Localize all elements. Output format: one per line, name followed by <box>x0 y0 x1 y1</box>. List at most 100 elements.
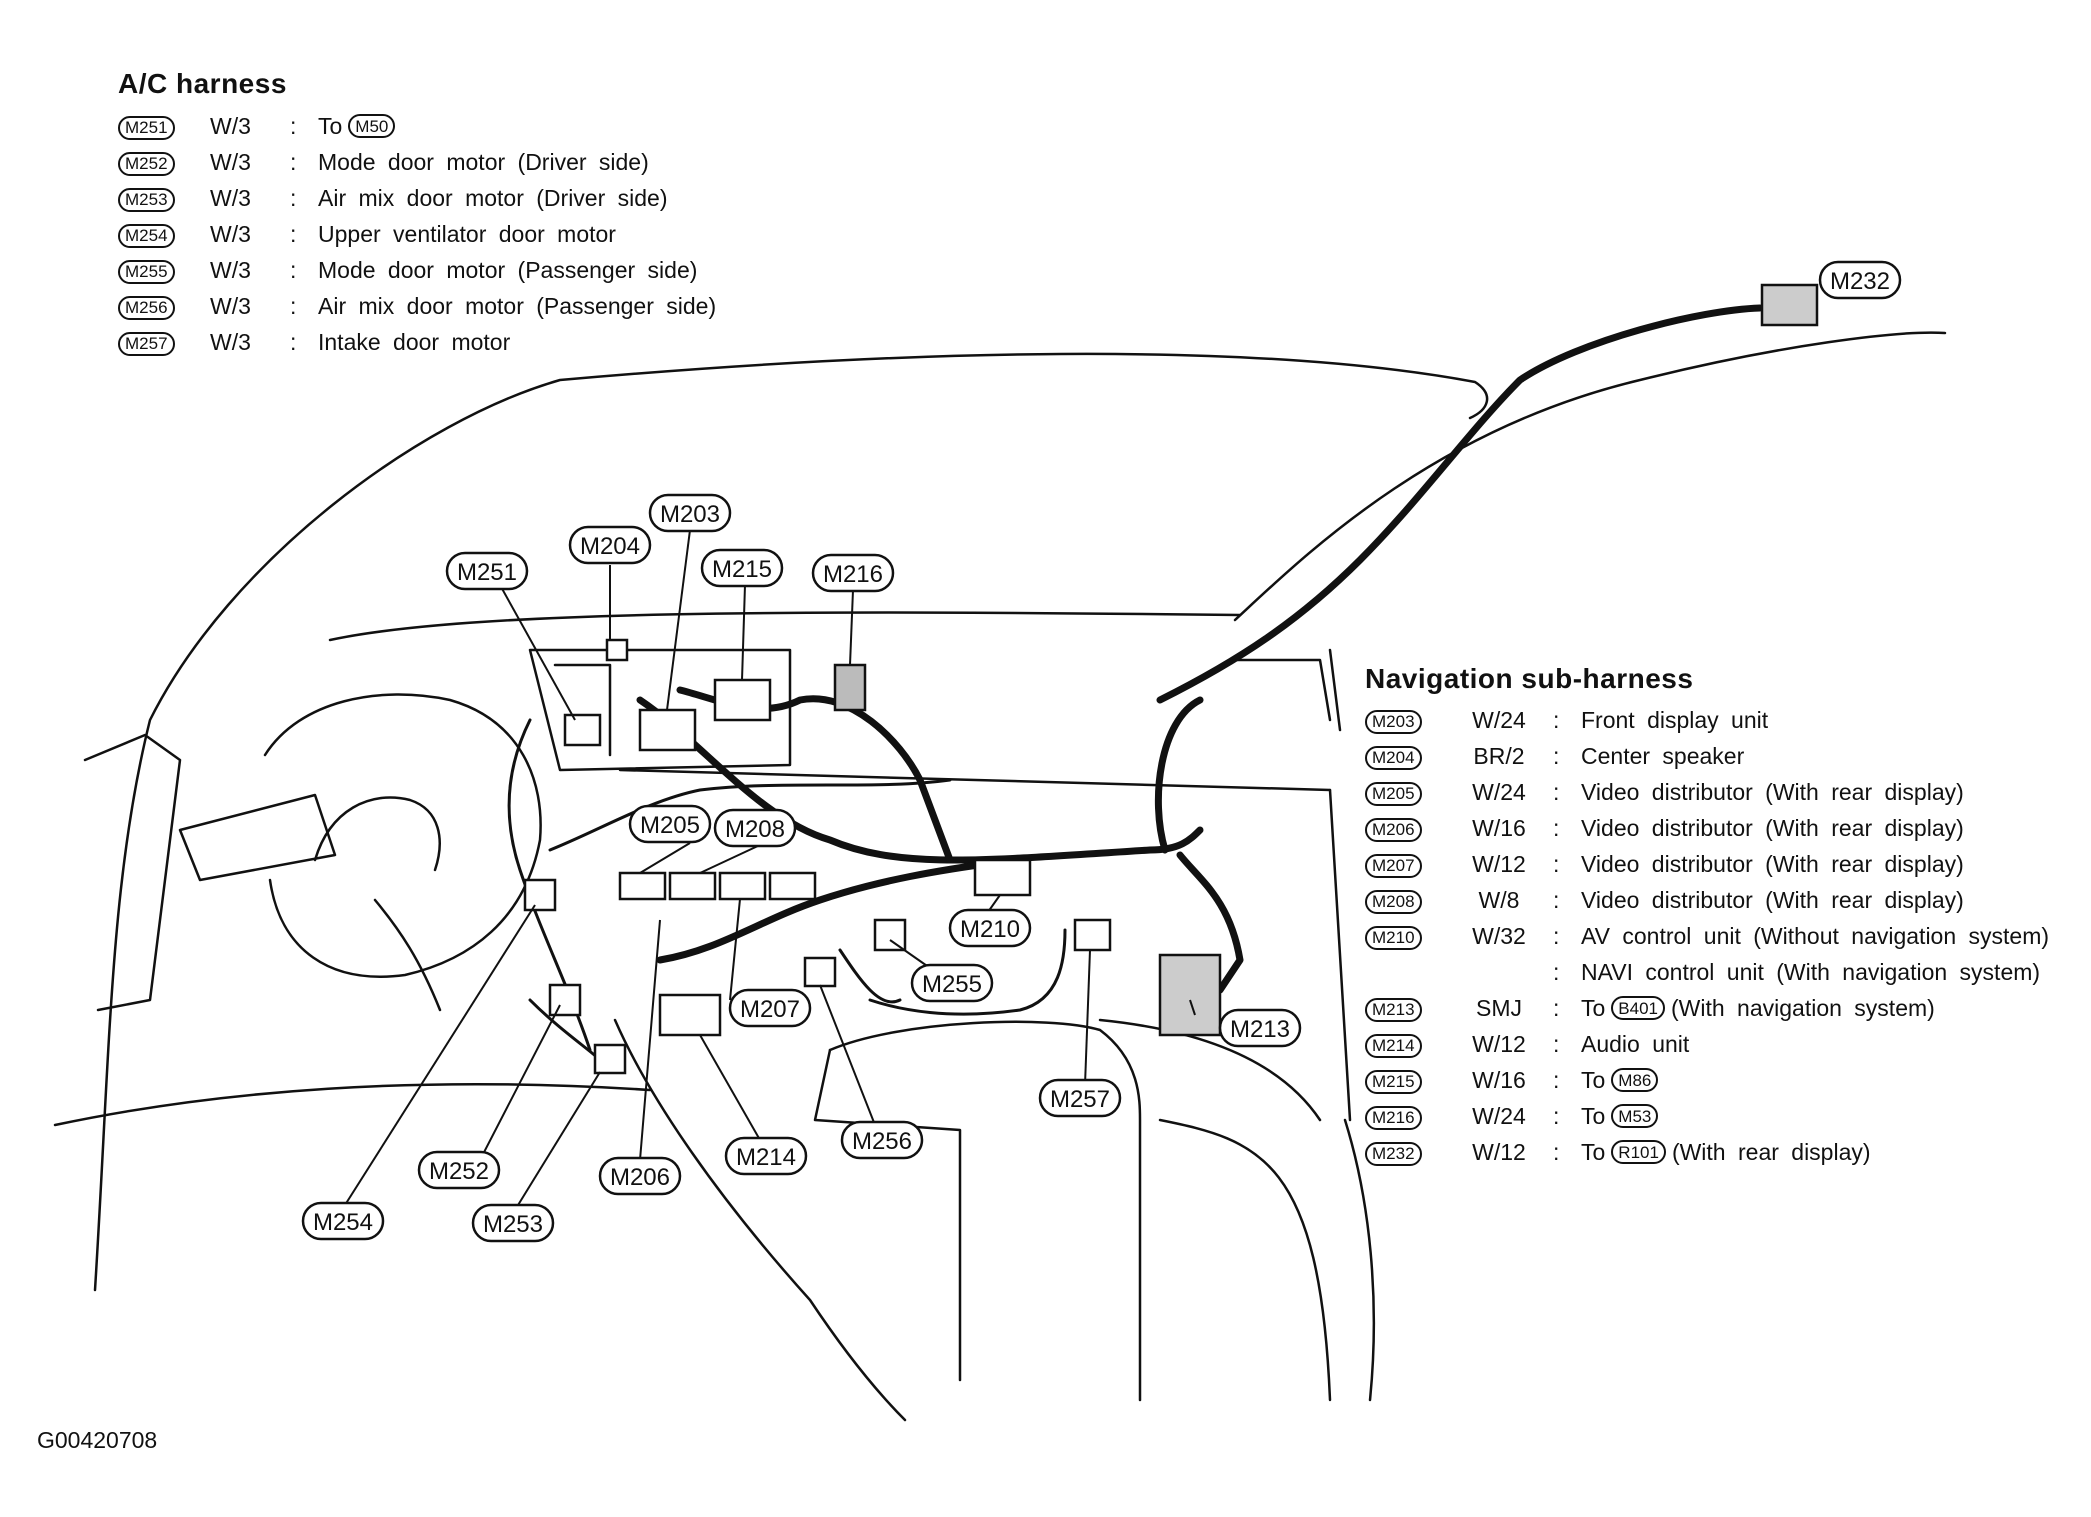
connector-m232 <box>1760 283 1819 327</box>
connector-m213 <box>1158 953 1222 1037</box>
connector-code: M256 <box>118 292 210 320</box>
connector-badge: M203 <box>1365 709 1422 734</box>
svg-text:M216: M216 <box>823 561 883 588</box>
description-text: Air mix door motor (Passenger side) <box>318 292 717 319</box>
wire-spec: W/32 <box>1472 922 1526 949</box>
connector-m253 <box>593 1043 627 1075</box>
svg-text:M253: M253 <box>483 1211 543 1238</box>
wire-spec: W/12 <box>1472 850 1526 877</box>
connector-m210 <box>973 858 1032 897</box>
callout-m232: M232 <box>1818 260 1902 300</box>
separator: : <box>1553 1138 1560 1165</box>
description-text: Center speaker <box>1581 742 1745 769</box>
connector-badge: M208 <box>1365 889 1422 914</box>
callout-m216: M216 <box>811 553 895 593</box>
svg-text:M208: M208 <box>725 816 785 843</box>
callout-m252: M252 <box>417 1150 501 1190</box>
svg-text:M255: M255 <box>922 971 982 998</box>
connector-m254 <box>523 878 557 912</box>
svg-text:M205: M205 <box>640 812 700 839</box>
center-stack <box>528 648 792 772</box>
console-box <box>828 1020 1142 1402</box>
callout-m255: M255 <box>910 963 994 1003</box>
connector-code: M205 <box>1365 778 1445 806</box>
connector-m255 <box>873 918 907 952</box>
connector-code: M214 <box>1365 1030 1445 1058</box>
connector-badge: M215 <box>1365 1069 1422 1094</box>
callout-m254: M254 <box>301 1201 385 1241</box>
separator: : <box>1553 814 1560 841</box>
callout-m205: M205 <box>628 804 712 844</box>
reference-connector-badge: M86 <box>1611 1068 1659 1092</box>
callout-m214: M214 <box>724 1136 808 1176</box>
svg-text:M232: M232 <box>1830 268 1890 295</box>
connector-code: M251 <box>118 112 210 140</box>
description-text: Video distributor (With rear display) <box>1581 886 1964 913</box>
separator: : <box>1553 1030 1560 1057</box>
callout-m210: M210 <box>948 908 1032 948</box>
connector-code: M257 <box>118 328 210 356</box>
connector-badge: M216 <box>1365 1105 1422 1130</box>
description-text: NAVI control unit (With navigation syste… <box>1581 958 2041 985</box>
connector-description: Front display unit <box>1581 707 1768 734</box>
separator: : <box>1553 742 1560 769</box>
connector-code: M216 <box>1365 1102 1445 1130</box>
wire-spec: W/3 <box>210 328 251 355</box>
connector-code: M255 <box>118 256 210 284</box>
connector-code: M203 <box>1365 706 1445 734</box>
windshield-line <box>328 611 1242 642</box>
svg-text:M254: M254 <box>313 1209 373 1236</box>
reference-connector-badge: B401 <box>1611 996 1665 1020</box>
connector-m208 <box>668 871 717 901</box>
description-text: Video distributor (With rear display) <box>1581 778 1964 805</box>
separator: : <box>1553 850 1560 877</box>
connector-badge: M253 <box>118 187 175 212</box>
connector-description: Center speaker <box>1581 743 1744 770</box>
connector-badge: M205 <box>1365 781 1422 806</box>
description-text: To <box>1581 994 1606 1021</box>
connector-code: M210 <box>1365 922 1445 950</box>
reference-connector-badge: M50 <box>348 114 396 138</box>
description-suffix: (With navigation system) <box>1671 994 1935 1021</box>
wire-spec: W/3 <box>210 292 251 319</box>
connector-m216 <box>833 663 867 712</box>
wire-spec: W/3 <box>210 148 251 175</box>
callout-m203: M203 <box>648 493 732 533</box>
separator: : <box>290 256 297 283</box>
connector-code: M213 <box>1365 994 1445 1022</box>
svg-text:M256: M256 <box>852 1128 912 1155</box>
connector-m206 <box>768 871 817 901</box>
reference-connector-badge: R101 <box>1611 1140 1666 1164</box>
description-text: Upper ventilator door motor <box>318 220 616 247</box>
wire-spec: W/24 <box>1472 1102 1526 1129</box>
description-text: AV control unit (Without navigation syst… <box>1581 922 2050 949</box>
wire-spec: W/24 <box>1472 778 1526 805</box>
svg-text:M214: M214 <box>736 1144 796 1171</box>
connector-description: AV control unit (Without navigation syst… <box>1581 923 2049 950</box>
wire-spec: W/8 <box>1478 886 1520 913</box>
callout-m257: M257 <box>1038 1078 1122 1118</box>
description-text: Audio unit <box>1581 1030 1690 1057</box>
callout-m253: M253 <box>471 1203 555 1243</box>
description-text: Air mix door motor (Driver side) <box>318 184 668 211</box>
connector-badge: M214 <box>1365 1033 1422 1058</box>
callout-m207: M207 <box>728 988 812 1028</box>
connector-description: Mode door motor (Passenger side) <box>318 257 697 284</box>
description-suffix: (With rear display) <box>1671 1138 1871 1165</box>
